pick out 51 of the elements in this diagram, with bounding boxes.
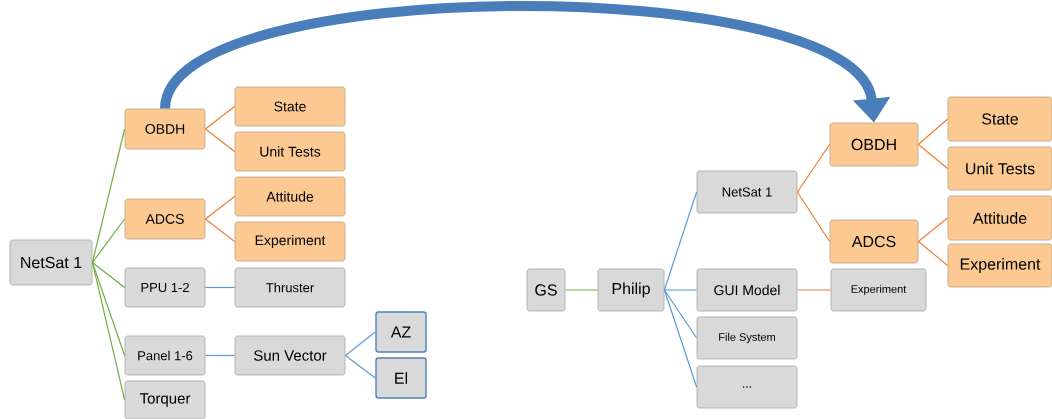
module-box: GUI Model xyxy=(696,268,798,312)
connector xyxy=(663,289,698,388)
connector xyxy=(204,195,236,220)
connector xyxy=(564,289,599,291)
connector xyxy=(204,218,236,243)
connector xyxy=(663,289,698,339)
module-box: Unit Tests xyxy=(947,146,1052,191)
module-box: OBDH xyxy=(124,108,206,150)
connector xyxy=(917,118,949,146)
module-box: File System xyxy=(696,316,798,360)
connector xyxy=(917,143,949,170)
module-box: State xyxy=(234,86,346,127)
connector xyxy=(796,191,831,243)
connector xyxy=(917,240,949,267)
module-box: Attitude xyxy=(947,195,1052,241)
connector xyxy=(344,331,376,357)
module-box: GS xyxy=(526,268,566,312)
module-box: State xyxy=(947,96,1052,142)
module-box: Unit Tests xyxy=(234,131,346,172)
module-box: ... xyxy=(696,365,798,409)
connector xyxy=(204,105,236,130)
connector xyxy=(204,128,236,153)
module-box: NetSat 1 xyxy=(696,170,798,214)
module-box: ADCS xyxy=(124,198,206,240)
module-box: Sun Vector xyxy=(234,335,346,376)
connector xyxy=(796,143,831,193)
connector xyxy=(91,261,126,289)
connector xyxy=(663,191,698,291)
connector xyxy=(344,354,376,379)
module-box: NetSat 1 xyxy=(9,239,93,286)
connector xyxy=(204,354,236,357)
connector xyxy=(91,218,126,264)
module-box: PPU 1-2 xyxy=(124,267,206,308)
module-box: Torquer xyxy=(124,380,206,419)
module-box: Experiment xyxy=(830,268,927,312)
connector xyxy=(91,128,126,264)
connector xyxy=(796,289,832,291)
module-box: Thruster xyxy=(234,267,346,308)
module-box: Attitude xyxy=(234,176,346,217)
module-box: Experiment xyxy=(234,221,346,262)
connector xyxy=(91,261,126,401)
module-box: OBDH xyxy=(829,122,919,167)
module-box: Philip xyxy=(597,268,665,312)
module-box: ADCS xyxy=(829,219,919,264)
connector xyxy=(204,286,236,289)
connector xyxy=(917,217,949,243)
module-box: Experiment xyxy=(947,243,1052,288)
module-box: Panel 1-6 xyxy=(124,335,206,376)
module-box: El xyxy=(375,357,427,399)
connector xyxy=(663,289,698,291)
module-box: AZ xyxy=(375,311,427,353)
